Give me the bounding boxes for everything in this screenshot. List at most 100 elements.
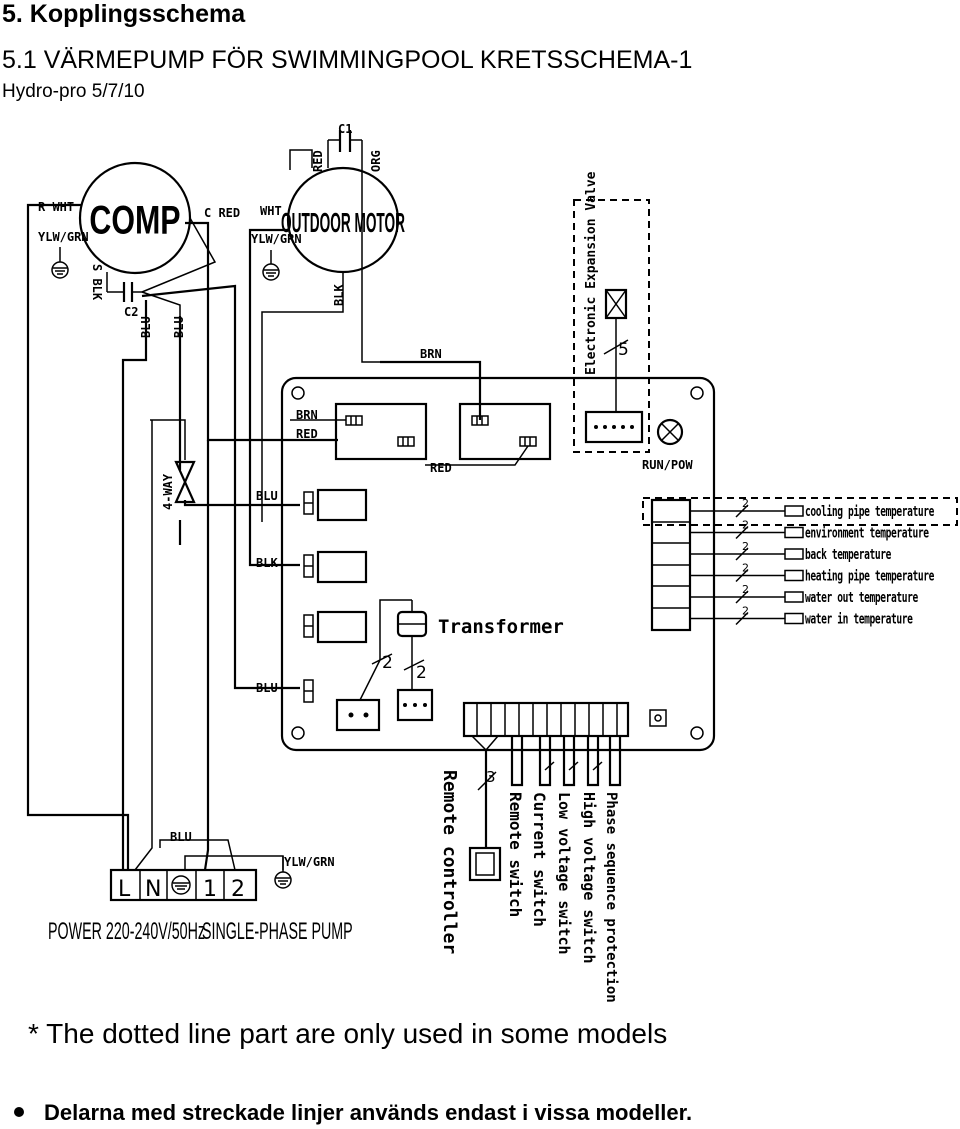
sensor-probe: [784, 612, 804, 625]
run-pow-label: RUN/POW: [642, 458, 693, 472]
wire-label-ylw-grn-comp: YLW/GRN: [38, 230, 89, 244]
ground-icon: [171, 875, 191, 895]
sensor-wire-count: 2: [742, 562, 749, 575]
wire-label-s-blk: S BLK: [90, 264, 104, 301]
capacitor-c1: [327, 130, 363, 168]
sensor-label: cooling pipe temperature: [805, 503, 934, 519]
wire-label-ylw-grn-terminal: YLW/GRN: [284, 855, 335, 869]
sensor-probe: [784, 526, 804, 539]
compressor: COMP: [78, 161, 192, 275]
power-terminal-block: [109, 868, 258, 902]
wire-label-c-red: C RED: [204, 206, 240, 220]
remote-controller: [468, 735, 502, 882]
sensor-wire-count: 2: [742, 497, 749, 510]
wire-label-r-wht: R WHT: [38, 200, 74, 214]
wire-label-org-c1: ORG: [369, 150, 383, 172]
current-switch-label: Current switch: [530, 792, 549, 927]
wire-label-red-relay: RED: [430, 461, 452, 475]
sensor-wire-slash: [735, 568, 749, 583]
transformer-label: Transformer: [438, 616, 564, 638]
relay-compressor: [334, 402, 428, 461]
remote-switch-label: Remote switch: [506, 792, 525, 917]
dotted-line-note: * The dotted line part are only used in …: [28, 1018, 667, 1049]
bullet-icon: [14, 1107, 24, 1118]
ground-icon: [274, 856, 292, 889]
run-pow-indicator: [656, 418, 684, 446]
transformer-wire-count-2: 2: [416, 663, 427, 683]
sensor-probe: [784, 548, 804, 560]
footer-note-text: Delarna med streckade linjer används end…: [44, 1100, 693, 1125]
wire-label-blu-4way: BLU: [256, 489, 278, 503]
terminal-n: N: [145, 877, 161, 902]
transformer-connector-1: [335, 698, 381, 732]
model-name: Hydro-pro 5/7/10: [2, 81, 145, 102]
sensor-label: environment temperature: [805, 525, 929, 541]
sensor-label: heating pipe temperature: [805, 568, 934, 584]
footer-note: Delarna med streckade linjer används end…: [14, 1100, 692, 1126]
sensor-label: water in temperature: [805, 611, 913, 627]
wire-label-blu-board: BLU: [256, 681, 278, 695]
pump-label: SINGLE-PHASE PUMP: [202, 919, 353, 946]
wire-label-ylw-grn-motor: YLW/GRN: [251, 232, 302, 246]
remote-wire-count: 3: [486, 768, 496, 786]
sensor-wire-count: 2: [742, 540, 749, 553]
diagram-subtitle: 5.1 VÄRMEPUMP FÖR SWIMMINGPOOL KRETSSCHE…: [2, 46, 693, 74]
sensor-wire-slash: [735, 547, 749, 561]
sensor-probe: [784, 591, 804, 603]
high-voltage-switch-label: High voltage switch: [580, 792, 598, 964]
sensor-wire-slash: [735, 525, 749, 540]
phase-sequence-protection-label: Phase sequence protection: [603, 792, 619, 1003]
expansion-valve-box: [573, 199, 650, 453]
switch-contacts: [510, 736, 622, 787]
sensor-wire-slash: [735, 590, 749, 604]
power-label: POWER 220-240V/50Hz: [48, 919, 205, 946]
sensor-wire-slash: [735, 611, 749, 626]
compressor-label: COMP: [89, 197, 180, 242]
sensor-wire-count: 2: [742, 583, 749, 596]
sensor-label: water out temperature: [805, 589, 918, 605]
wire-label-brn-top: BRN: [420, 347, 442, 361]
wire-label-blk-motor: BLK: [332, 284, 346, 306]
sensor-label: back temperature: [805, 546, 891, 562]
outdoor-motor-label: OUTDOOR MOTOR: [281, 207, 405, 239]
wire-label-red-c1: RED: [311, 150, 325, 172]
section-title: 5. Kopplingsschema: [2, 0, 246, 28]
wiring: [26, 149, 482, 871]
sensor-dotted-area: [642, 497, 958, 526]
four-way-valve: [174, 460, 196, 504]
transformer-connector-2: [396, 688, 434, 722]
sensor-wires: 2 2 2 2 2 2: [690, 497, 804, 626]
wire-label-red-board: RED: [296, 427, 318, 441]
capacitor-c2: [106, 272, 142, 302]
sensor-terminal-block: [650, 498, 692, 632]
outdoor-motor: OUTDOOR MOTOR: [281, 166, 405, 274]
sensor-probe: [784, 505, 804, 517]
expansion-valve: [584, 288, 644, 444]
sensor-probe: [784, 569, 804, 582]
four-way-label: 4-WAY: [161, 473, 175, 510]
terminal-1: 1: [203, 877, 217, 902]
relay-pump: [316, 550, 368, 584]
wire-label-wht: WHT: [260, 204, 282, 218]
low-voltage-switch-label: Low voltage switch: [555, 792, 573, 955]
control-board: [280, 376, 716, 752]
relay-spare: [316, 610, 368, 644]
ground-icon: [262, 250, 280, 281]
board-test-point: [649, 709, 667, 727]
sensor-wire-count: 2: [742, 605, 749, 618]
sensor-wire-count: 2: [742, 519, 749, 532]
wire-label-blu-terminal: BLU: [170, 830, 192, 844]
sensor-labels: cooling pipe temperature environment temp…: [805, 503, 935, 627]
transformer: [359, 599, 428, 701]
terminal-2: 2: [231, 877, 245, 902]
relay-motor: [458, 402, 552, 461]
sensor-wire-slash: [735, 504, 749, 518]
wire-label-brn-board: BRN: [296, 408, 318, 422]
terminal-l: L: [118, 877, 131, 902]
capacitor-c1-label: C1: [338, 122, 352, 136]
expansion-valve-label: Electronic Expansion Valve: [584, 171, 599, 375]
remote-controller-label: Remote controller: [439, 770, 460, 954]
switch-terminal-block: [462, 701, 630, 738]
ground-icon: [51, 247, 69, 279]
transformer-wire-count-1: 2: [382, 653, 393, 673]
